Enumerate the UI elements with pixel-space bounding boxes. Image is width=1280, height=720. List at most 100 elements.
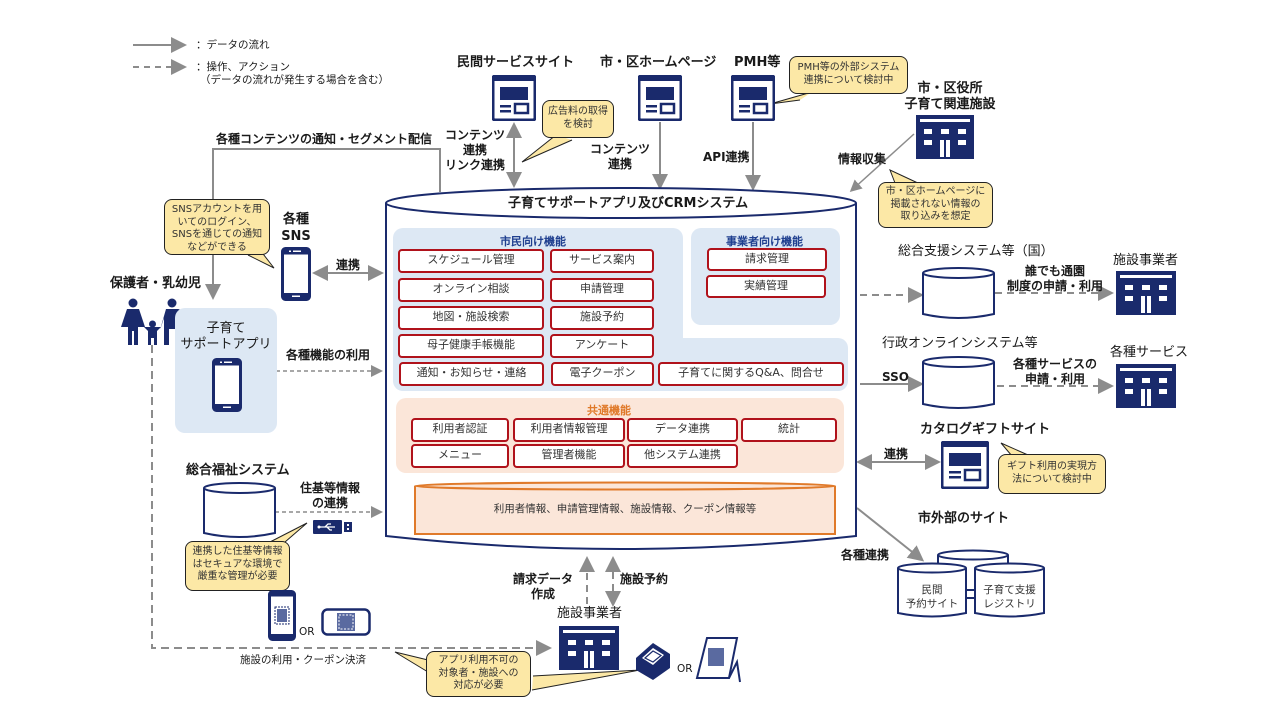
welfare-system-db [203, 482, 276, 538]
segment-delivery-label: 各種コンテンツの通知・セグメント配信 [216, 132, 433, 146]
legend-dashed-note: （データの流れが発生する場合を含む） [200, 74, 389, 86]
fn-service-guide[interactable]: サービス案内 [550, 249, 654, 273]
callout-pmh-external: PMH等の外部システム連携について検討中 [789, 56, 908, 94]
fn-survey[interactable]: アンケート [550, 334, 654, 358]
private-site-website-icon [491, 74, 537, 125]
gov-online-db [922, 356, 995, 409]
gov-online-title: 行政オンラインシステム等 [882, 336, 1038, 351]
callout-gift-method: ギフト利用の実現方法について検討中 [998, 454, 1106, 494]
services-apply-label-1: 各種サービスの [1012, 357, 1097, 371]
facility-reserve-label: 施設予約 [620, 572, 669, 586]
pmh-title: PMH等 [734, 55, 781, 70]
sns-link-label: 連携 [336, 258, 361, 272]
national-system-title: 総合支援システム等（国） [898, 244, 1054, 259]
catalog-link-label: 連携 [884, 447, 909, 461]
fn-schedule[interactable]: スケジュール管理 [398, 249, 544, 273]
content-link-label-1: コンテンツ [444, 128, 505, 142]
sns-title-1: 各種 [282, 212, 309, 227]
private-reserve-label-2: 予約サイト [905, 598, 959, 610]
info-collect-arrow [849, 133, 915, 193]
registry-db [974, 562, 1045, 618]
city-homepage-website-icon [637, 74, 683, 125]
crm-cylinder-top [385, 187, 857, 219]
fn-notification[interactable]: 通知・お知らせ・連絡 [399, 362, 544, 386]
card-reader-icon [634, 638, 672, 686]
various-link-label: 各種連携 [841, 548, 890, 562]
catalog-gift-title: カタログギフトサイト [920, 422, 1051, 437]
callout-ad-revenue: 広告料の取得を検討 [542, 100, 614, 138]
fn-user-auth[interactable]: 利用者認証 [411, 418, 509, 442]
registry-label-1: 子育て支援 [983, 584, 1036, 596]
callout-city-hp-info: 市・区ホームページに掲載されない情報の取り込みを想定 [878, 182, 993, 228]
right-facility-operator-title: 施設事業者 [1113, 253, 1179, 268]
national-system-db [922, 267, 995, 319]
sso-label: SSO [882, 370, 909, 384]
fn-e-coupon[interactable]: 電子クーポン [551, 362, 654, 386]
content-label-2: 連携 [607, 157, 632, 171]
feature-use-label: 各種機能の利用 [286, 348, 371, 362]
fn-maternal-handbook[interactable]: 母子健康手帳機能 [398, 334, 544, 358]
fn-performance[interactable]: 実績管理 [706, 275, 826, 298]
citizen-title: 市民向け機能 [500, 235, 566, 248]
callout-tail-secure [269, 522, 308, 543]
callout-secure-manage: 連携した住基等情報はセキュアな環境で厳重な管理が必要 [185, 541, 290, 591]
content-link-label-3: リンク連携 [444, 158, 505, 172]
fn-facility-reserve[interactable]: 施設予約 [550, 306, 654, 330]
callout-app-unavailable: アプリ利用不可の対象者・施設への対応が必要 [426, 651, 531, 697]
fn-qa-inquiry[interactable]: 子育てに関するQ&A、問合せ [658, 362, 844, 386]
fn-billing[interactable]: 請求管理 [707, 248, 827, 271]
family-icon [120, 298, 186, 350]
guardian-title: 保護者・乳幼児 [110, 276, 202, 291]
fn-other-system[interactable]: 他システム連携 [627, 444, 738, 468]
legend-solid-label: ：データの流れ [196, 39, 270, 51]
callout-tail-app-left [394, 651, 429, 673]
external-sites-title: 市外部のサイト [918, 511, 1010, 526]
city-office-building-icon [916, 115, 974, 163]
support-app-title-2: サポートアプリ [180, 337, 272, 352]
catalog-gift-website-icon [940, 440, 990, 493]
bottom-facility-operator-title: 施設事業者 [557, 606, 623, 621]
sns-title-2: SNS [281, 229, 311, 244]
qr-card-icon [321, 608, 371, 640]
fn-statistics[interactable]: 統計 [741, 418, 837, 442]
or-label-1: OR [299, 626, 315, 638]
bottom-facility-building-icon [559, 626, 619, 674]
content-link-label-2: 連携 [462, 143, 487, 157]
fn-map-search[interactable]: 地図・施設検索 [398, 306, 544, 330]
callout-sns-login: SNSアカウントを用いてのログイン、SNSを通じての通知などができる [164, 199, 270, 255]
services-apply-label-2: 申請・利用 [1024, 372, 1085, 386]
legend-dashed-label: ：操作、アクション [196, 61, 290, 73]
private-reserve-label-1: 民間 [921, 584, 943, 596]
business-title: 事業者向け機能 [726, 235, 803, 248]
or-label-2: OR [677, 663, 693, 675]
city-office-title-2: 子育て関連施設 [904, 97, 996, 112]
registry-label-2: レジストリ [983, 598, 1036, 610]
fn-application[interactable]: 申請管理 [550, 278, 654, 302]
crm-database: 利用者情報、申請管理情報、施設情報、クーポン情報等 [414, 481, 836, 537]
pmh-website-icon [730, 74, 776, 125]
private-service-site-title: 民間サービスサイト [457, 55, 575, 70]
smartphone-qr-icon [268, 590, 296, 645]
fn-admin[interactable]: 管理者機能 [513, 444, 625, 468]
fn-online-consult[interactable]: オンライン相談 [398, 278, 544, 302]
anyone-nursery-label-1: 誰でも通園 [1024, 264, 1085, 278]
facility-use-label: 施設の利用・クーポン決済 [240, 654, 366, 666]
callout-tail-gift [1000, 442, 1029, 457]
common-title: 共通機能 [587, 404, 631, 417]
content-label-1: コンテンツ [589, 142, 650, 156]
usb-drive-icon [313, 519, 353, 539]
various-services-building-icon [1116, 364, 1176, 412]
city-office-title-1: 市・区役所 [917, 81, 983, 96]
qr-stand-icon [695, 636, 741, 688]
crm-database-label: 利用者情報、申請管理情報、施設情報、クーポン情報等 [493, 503, 757, 515]
fn-data-link[interactable]: データ連携 [627, 418, 738, 442]
fn-menu[interactable]: メニュー [411, 444, 509, 468]
welfare-system-title: 総合福祉システム [186, 463, 290, 478]
facility-use-arrow [151, 345, 552, 656]
various-services-title: 各種サービス [1110, 345, 1189, 360]
smartphone-icon-app[interactable] [212, 358, 242, 416]
billing-label-2: 作成 [530, 587, 555, 601]
right-facility-building-icon [1116, 271, 1176, 319]
smartphone-icon-sns [281, 247, 311, 305]
fn-user-info[interactable]: 利用者情報管理 [513, 418, 625, 442]
